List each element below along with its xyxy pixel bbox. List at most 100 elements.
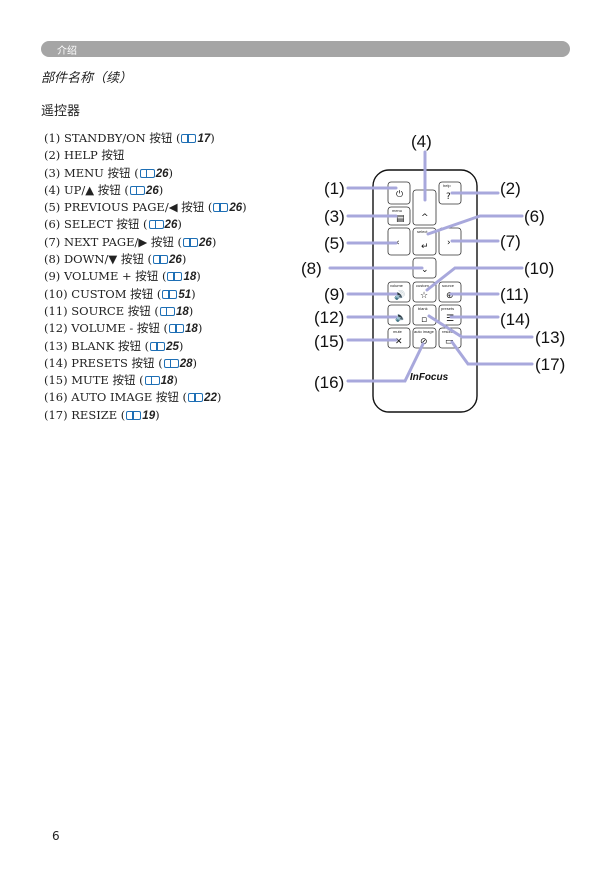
list-item: (14) PRESETS 按钮 (28) xyxy=(44,355,197,370)
item-number: (4) xyxy=(44,182,61,197)
callout-14: (14) xyxy=(500,310,530,329)
help-icon: ? xyxy=(446,192,451,202)
page-reference[interactable]: 18 xyxy=(185,323,198,336)
blank-icon: ▫ xyxy=(421,315,427,325)
list-item: (17) RESIZE (19) xyxy=(44,407,160,422)
page-reference[interactable]: 18 xyxy=(183,271,197,284)
item-number: (8) xyxy=(44,252,61,267)
page-subtitle: 部件名称（续） xyxy=(41,71,133,86)
list-item: (12) VOLUME - 按钮 (18) xyxy=(44,321,203,336)
presets-caption: presets xyxy=(441,306,454,311)
callout-labels: (1) (2) (3) (4) (5) (6) (7) (8) (10) (9)… xyxy=(301,132,565,392)
book-reference-icon xyxy=(139,168,155,178)
list-item: (6) SELECT 按钮 (26) xyxy=(44,217,182,232)
volume-caption: volume xyxy=(390,283,404,288)
item-label: SELECT 按钮 xyxy=(63,217,140,232)
item-label: MUTE 按钮 xyxy=(71,373,136,388)
item-label: HELP 按钮 xyxy=(63,148,125,163)
callout-11: (11) xyxy=(500,285,529,304)
item-label: CUSTOM 按钮 xyxy=(71,286,154,301)
menu-caption: menu xyxy=(392,208,402,213)
list-item: (11) SOURCE 按钮 (18) xyxy=(44,303,194,318)
page-reference[interactable]: 26 xyxy=(155,167,169,180)
page-reference[interactable]: 18 xyxy=(160,375,174,388)
item-label: NEXT PAGE/▶ 按钮 xyxy=(63,234,174,249)
book-reference-icon xyxy=(181,134,197,143)
item-number: (2) xyxy=(44,148,61,163)
callout-4: (4) xyxy=(411,132,432,151)
mute-button xyxy=(387,327,411,349)
page-reference[interactable]: 17 xyxy=(197,133,211,145)
item-label: VOLUME + 按钮 xyxy=(63,269,159,284)
custom-caption: custom xyxy=(416,283,430,288)
list-item: (1) STANDBY/ON 按钮 (17) xyxy=(44,131,215,145)
item-number: (9) xyxy=(44,269,61,284)
section-heading: 遥控器 xyxy=(41,104,81,119)
book-reference-icon xyxy=(148,220,164,230)
callout-5: (5) xyxy=(324,234,345,253)
item-label: BLANK 按钮 xyxy=(71,338,141,353)
book-reference-icon xyxy=(159,306,175,316)
book-reference-icon xyxy=(163,358,179,368)
book-reference-icon xyxy=(153,255,169,265)
list-item: (7) NEXT PAGE/▶ 按钮 (26) xyxy=(44,234,217,249)
page-reference[interactable]: 28 xyxy=(179,357,193,370)
page-reference[interactable]: 26 xyxy=(229,202,243,215)
item-label: VOLUME - 按钮 xyxy=(71,321,160,336)
callout-6: (6) xyxy=(524,207,545,226)
presets-button xyxy=(438,304,462,326)
list-item: (9) VOLUME + 按钮 (18) xyxy=(44,269,201,284)
item-label: SOURCE 按钮 xyxy=(71,303,151,318)
mute-icon: ✕ xyxy=(395,337,403,347)
item-number: (13) xyxy=(44,338,68,353)
page-reference[interactable]: 26 xyxy=(145,184,159,197)
page-reference[interactable]: 26 xyxy=(199,236,212,249)
section-title: 介绍 xyxy=(57,46,77,57)
help-caption: help xyxy=(443,183,451,188)
page-reference[interactable]: 18 xyxy=(175,305,189,318)
item-number: (11) xyxy=(44,303,68,318)
chevron-up-icon: ^ xyxy=(421,213,429,223)
item-label: MENU 按钮 xyxy=(63,165,131,180)
section-header-bar: 介绍 xyxy=(41,41,570,57)
item-number: (14) xyxy=(44,355,68,370)
star-icon: ☆ xyxy=(420,291,428,301)
page-reference[interactable]: 26 xyxy=(169,254,182,267)
page-reference[interactable]: 51 xyxy=(178,288,192,301)
blank-button xyxy=(412,304,437,326)
presets-icon: ☰ xyxy=(446,314,454,324)
callout-12: (12) xyxy=(314,308,344,327)
list-item: (15) MUTE 按钮 (18) xyxy=(44,373,178,388)
item-label: PREVIOUS PAGE/◀ 按钮 xyxy=(63,200,205,215)
page-reference[interactable]: 26 xyxy=(164,219,178,232)
page-reference[interactable]: 19 xyxy=(142,409,156,422)
page-reference[interactable]: 25 xyxy=(166,340,179,353)
item-number: (5) xyxy=(44,200,61,215)
item-number: (6) xyxy=(44,217,61,232)
leader-lines xyxy=(328,150,534,383)
volume-up-button xyxy=(387,281,411,303)
source-caption: source xyxy=(442,283,455,288)
chevron-left-icon: ‹ xyxy=(396,238,400,248)
item-number: (15) xyxy=(44,373,68,388)
resize-icon: ▭ xyxy=(445,337,454,347)
callout-7: (7) xyxy=(500,232,521,251)
list-item: (13) BLANK 按钮 (25) xyxy=(44,338,184,353)
item-number: (7) xyxy=(44,234,61,249)
book-reference-icon xyxy=(129,185,145,195)
list-item: (8) DOWN/▼ 按钮 (26) xyxy=(44,252,187,267)
item-number: (1) xyxy=(44,131,61,145)
callout-13: (13) xyxy=(535,328,565,347)
item-number: (17) xyxy=(44,407,68,422)
item-label: RESIZE xyxy=(71,407,118,422)
callout-2: (2) xyxy=(500,179,521,198)
page-reference[interactable]: 22 xyxy=(204,392,217,405)
resize-caption: resize xyxy=(442,329,453,334)
volume-up-icon: 🔊 xyxy=(394,289,405,301)
callout-9: (9) xyxy=(324,285,345,304)
book-reference-icon xyxy=(144,376,160,386)
volume-down-icon: 🔈 xyxy=(395,313,406,323)
callout-15: (15) xyxy=(314,332,344,351)
source-button xyxy=(438,281,462,303)
power-icon: ⏻ xyxy=(396,189,403,200)
